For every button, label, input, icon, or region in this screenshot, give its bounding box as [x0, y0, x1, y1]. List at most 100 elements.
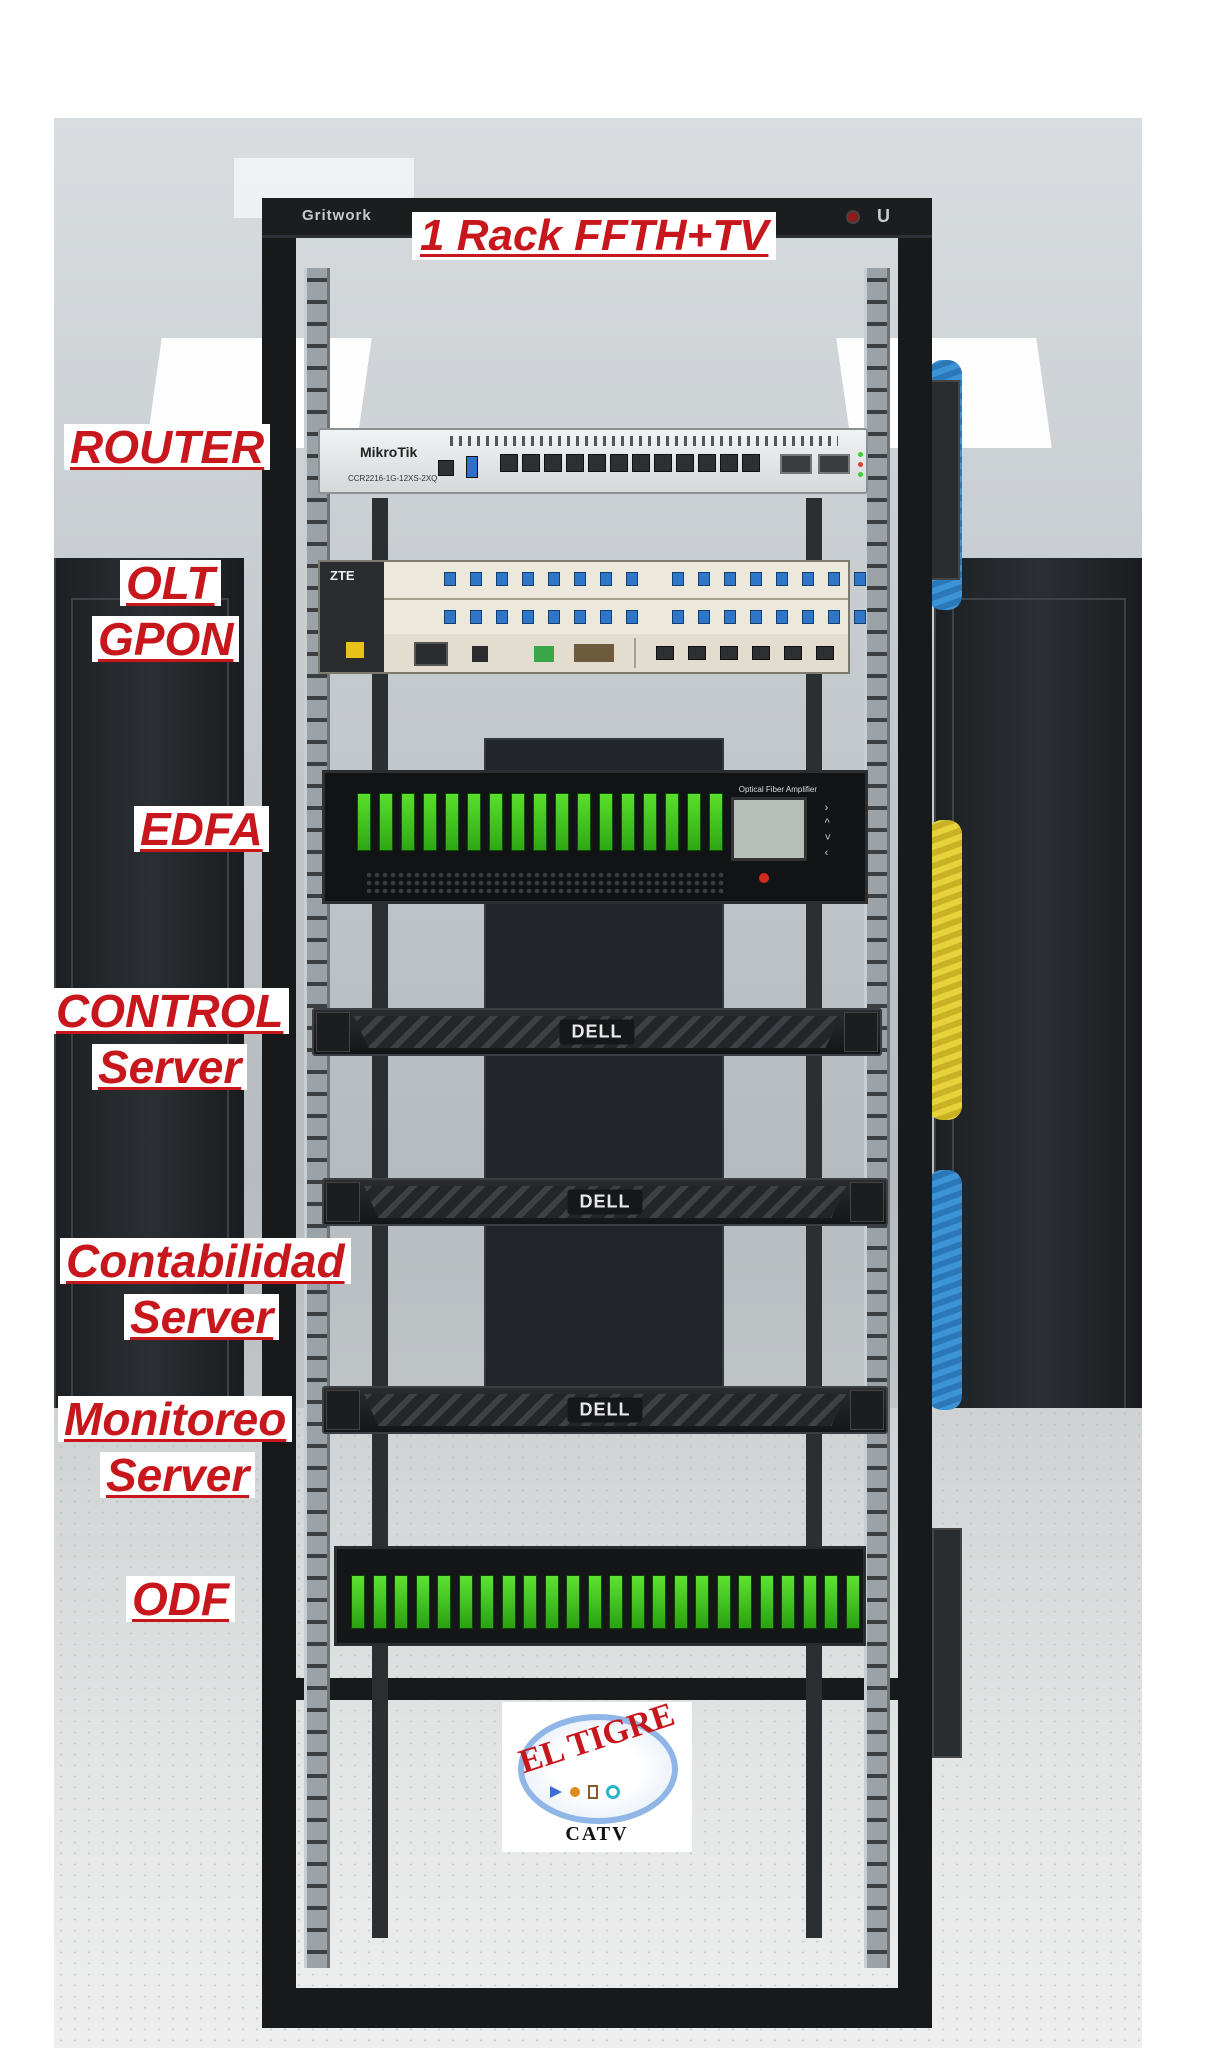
pon-port [828, 572, 840, 586]
sfp-port [742, 454, 760, 472]
rack-post-right [898, 198, 932, 2028]
server-brand: DELL [567, 1189, 643, 1215]
sfp-port [566, 454, 584, 472]
sfp-port [500, 454, 518, 472]
power-socket-icon [414, 642, 448, 666]
sc-fiber-port [738, 1575, 752, 1629]
sc-fiber-port [415, 1575, 430, 1629]
pon-port [776, 610, 788, 624]
label-control-server: Server [92, 1044, 248, 1090]
server-ear-right [850, 1182, 884, 1222]
pon-port [698, 610, 710, 624]
uplink-port [688, 646, 706, 660]
server-ear-left [316, 1012, 350, 1052]
pon-port [600, 610, 612, 624]
edfa-vent [365, 871, 725, 893]
sfp-port [544, 454, 562, 472]
label-olt: OLT [120, 560, 221, 606]
sfp-port [522, 454, 540, 472]
ethernet-port [438, 460, 454, 476]
sc-fiber-port [394, 1575, 408, 1629]
fiber-port [379, 793, 393, 851]
rack-brand: Gritwork [302, 207, 372, 224]
pon-port [802, 572, 814, 586]
pon-port [672, 572, 684, 586]
blue-cable-bundle [928, 1170, 962, 1410]
pon-port [698, 572, 710, 586]
pon-port [470, 572, 482, 586]
qsfp-port [818, 454, 850, 474]
olt-control-panel: ZTE [320, 562, 384, 672]
sc-fiber-port [695, 1575, 709, 1629]
logo-icons [550, 1780, 646, 1804]
el-tigre-catv-logo: EL TIGRE CATV [502, 1696, 692, 1852]
rack-u-mark: U [877, 206, 890, 226]
label-contabilidad: Contabilidad [60, 1238, 351, 1284]
rack-crossbar [290, 1678, 904, 1700]
server-brand: DELL [567, 1397, 643, 1423]
pon-port [574, 610, 586, 624]
sfp-port [654, 454, 672, 472]
sc-fiber-port [566, 1575, 580, 1629]
fiber-port [357, 793, 371, 851]
logo-ring [518, 1714, 678, 1824]
sc-fiber-port [501, 1575, 516, 1629]
fiber-port [577, 793, 591, 851]
sc-fiber-port [480, 1575, 494, 1629]
fiber-port [423, 793, 437, 851]
pon-port [626, 572, 638, 586]
sc-fiber-port [523, 1575, 537, 1629]
sc-fiber-port [630, 1575, 645, 1629]
sc-fiber-port [587, 1575, 602, 1629]
fiber-port [665, 793, 679, 851]
status-led [858, 452, 863, 457]
fiber-port [445, 793, 459, 851]
pon-port [626, 610, 638, 624]
laser-warning-icon [759, 873, 769, 883]
olt-gpon-device: ZTE [318, 560, 866, 674]
sc-fiber-port [845, 1575, 860, 1629]
fiber-port [467, 793, 481, 851]
label-control: CONTROL [50, 988, 290, 1034]
power-indicator-icon [846, 210, 860, 224]
olt-power-card [384, 634, 848, 672]
sfp-port [610, 454, 628, 472]
server-ear-left [326, 1390, 360, 1430]
sc-fiber-port [544, 1575, 559, 1629]
label-monitoreo-server: Server [100, 1452, 256, 1498]
fiber-port [621, 793, 635, 851]
fiber-port [599, 793, 613, 851]
edfa-amplifier: Optical Fiber Amplifier ›^˅‹ [322, 770, 868, 904]
server-rack: Gritwork U MikroTik CCR2216-1G-12XS-2XQ … [262, 198, 932, 2028]
label-odf: ODF [126, 1576, 236, 1622]
odf-patch-panel [334, 1546, 866, 1646]
sc-fiber-port [716, 1575, 731, 1629]
contabilidad-server: DELL [322, 1178, 888, 1226]
server-ear-right [850, 1390, 884, 1430]
fiber-port [533, 793, 547, 851]
fuse-block [574, 644, 614, 662]
mounting-rail-left [304, 268, 330, 1968]
rack-base [262, 1988, 932, 2028]
music-icon [570, 1787, 580, 1797]
sfp-port [632, 454, 650, 472]
pon-port [444, 610, 456, 624]
control-server: DELL [312, 1008, 882, 1056]
monitoreo-server: DELL [322, 1386, 888, 1434]
server-ear-right [844, 1012, 878, 1052]
fiber-port [401, 793, 415, 851]
pon-port [600, 572, 612, 586]
pon-port [470, 610, 482, 624]
status-led [858, 472, 863, 477]
logo-subtitle: CATV [565, 1823, 629, 1845]
olt-line-card [384, 562, 866, 600]
pon-port [522, 572, 534, 586]
sc-fiber-port [351, 1575, 365, 1629]
sc-fiber-port [759, 1575, 774, 1629]
label-gpon: GPON [92, 616, 240, 662]
uplink-port [752, 646, 770, 660]
uplink-port [816, 646, 834, 660]
pon-port [496, 572, 508, 586]
terminal-block [534, 646, 554, 662]
rack-title: 1 Rack FFTH+TV [412, 212, 777, 260]
